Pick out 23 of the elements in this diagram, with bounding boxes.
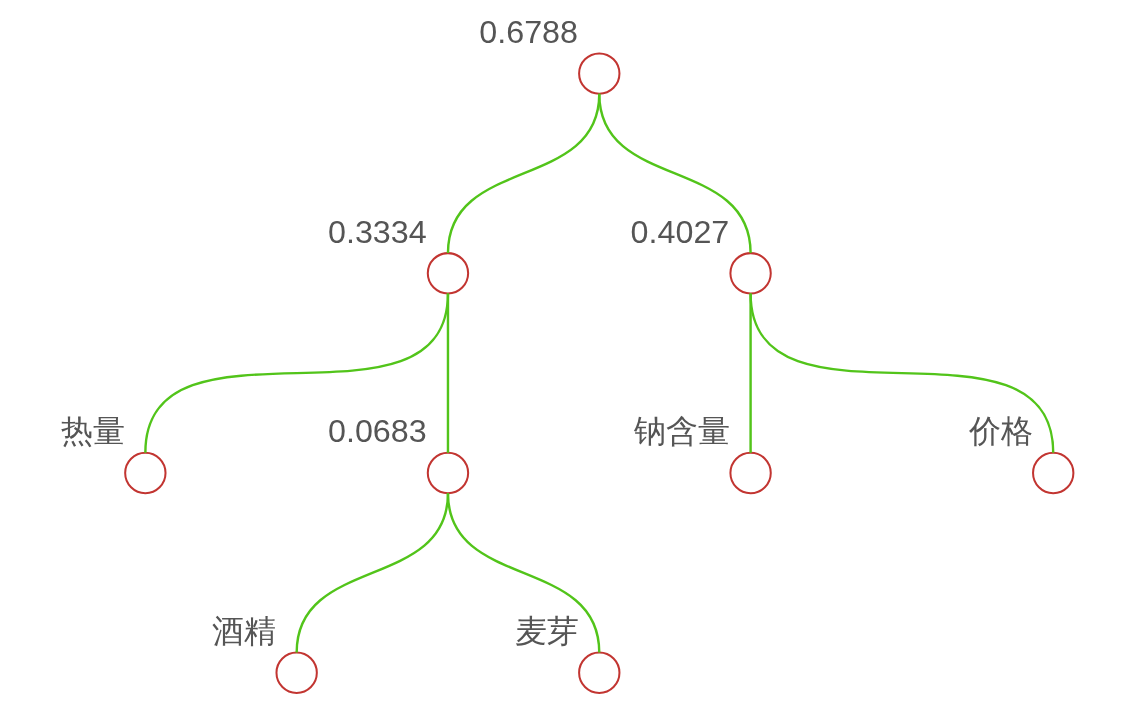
node-circle xyxy=(123,451,167,494)
node-circle xyxy=(426,451,469,494)
node-label: 0.3334 xyxy=(327,213,427,250)
connector xyxy=(748,292,1054,453)
node-label: 0.4027 xyxy=(630,213,729,250)
connector xyxy=(446,292,449,453)
node-label: 酒精 xyxy=(211,612,276,649)
connector xyxy=(446,492,600,653)
node-circle xyxy=(426,251,469,294)
node-circle xyxy=(274,651,318,694)
node-circle xyxy=(577,51,620,95)
node-label: 0.6788 xyxy=(478,13,578,50)
node-circle xyxy=(728,451,772,494)
node-circle xyxy=(1031,451,1074,494)
node-label: 钠含量 xyxy=(633,412,730,449)
node-circle xyxy=(728,251,772,294)
connector xyxy=(597,93,752,253)
node-label: 麦芽 xyxy=(514,612,579,649)
node-label: 价格 xyxy=(968,412,1033,449)
node-label: 热量 xyxy=(60,412,125,449)
connector xyxy=(143,292,449,453)
node-label: 0.0683 xyxy=(327,412,427,449)
node-circle xyxy=(577,651,620,694)
